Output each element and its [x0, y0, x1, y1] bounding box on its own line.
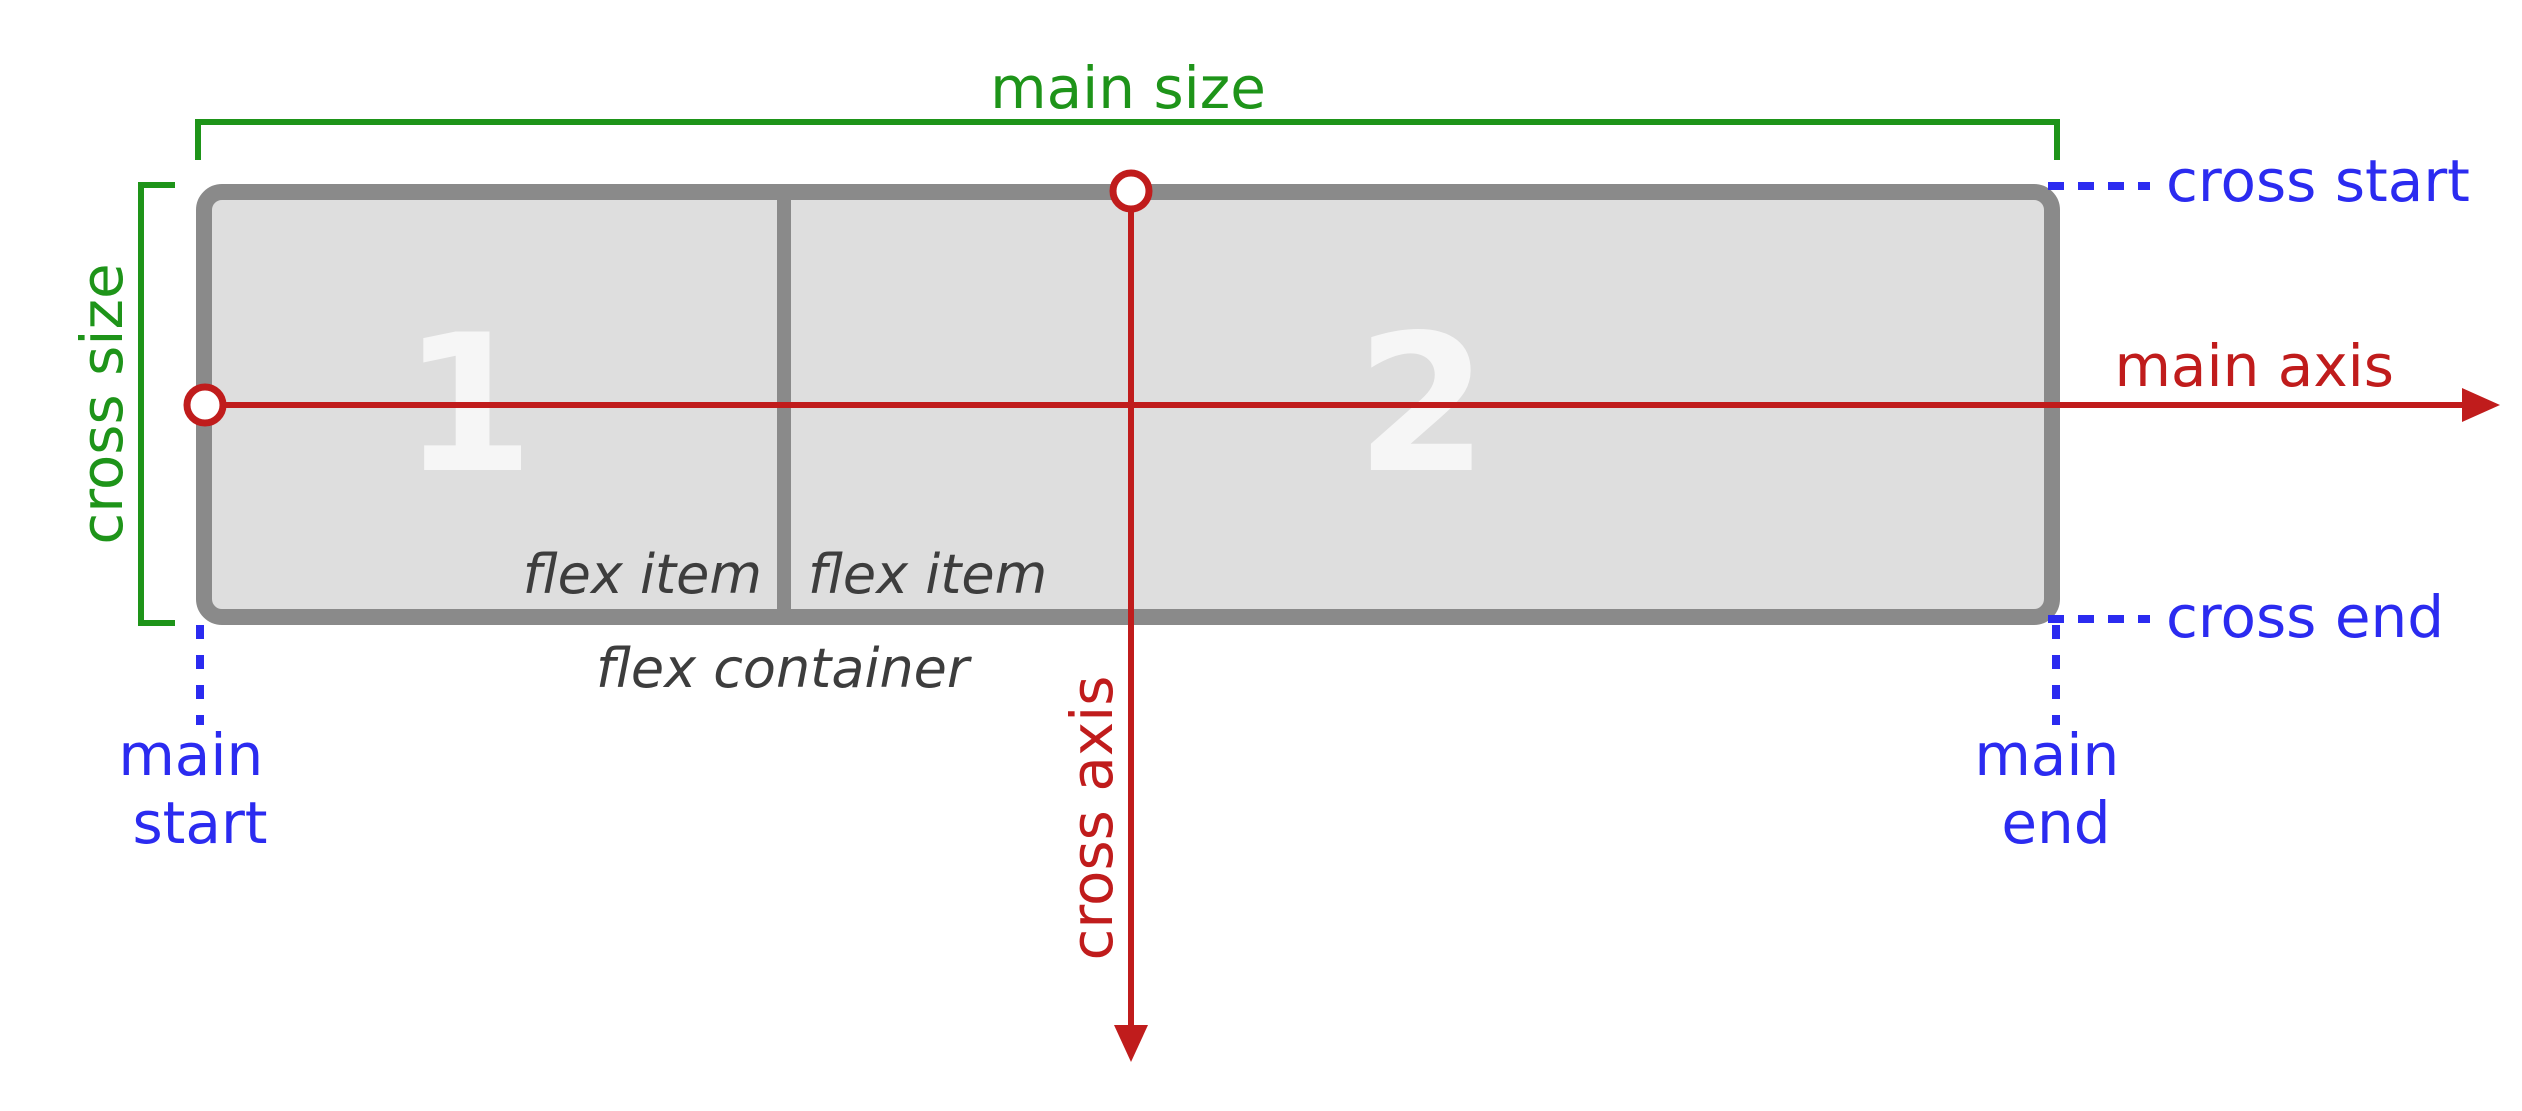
cross-axis-origin-circle — [1109, 169, 1153, 213]
cross-size-bracket — [138, 182, 175, 626]
cross-start-label: cross start — [2166, 147, 2470, 215]
cross-axis-label: cross axis — [1058, 675, 1126, 960]
main-start-label: main start — [118, 721, 281, 857]
cross-end-label: cross end — [2166, 583, 2444, 651]
main-start-label-line-1: main — [118, 721, 263, 789]
main-size-bracket — [195, 119, 2060, 160]
cross-axis-arrowhead — [1114, 1025, 1148, 1062]
cross-size-label: cross size — [68, 263, 136, 544]
flex-container-label: flex container — [596, 637, 972, 700]
main-axis-label: main axis — [2114, 332, 2394, 400]
main-end-label: main end — [1974, 721, 2137, 857]
flex-item-2-label: flex item — [808, 543, 1047, 606]
main-size-label: main size — [990, 54, 1266, 122]
main-axis-origin-circle — [183, 383, 227, 427]
main-axis-arrowhead — [2462, 388, 2500, 422]
main-end-label-line-2: end — [2001, 789, 2110, 857]
main-end-label-line-1: main — [1974, 721, 2119, 789]
flex-item-1-label: flex item — [523, 543, 762, 606]
main-start-label-line-2: start — [132, 789, 267, 857]
